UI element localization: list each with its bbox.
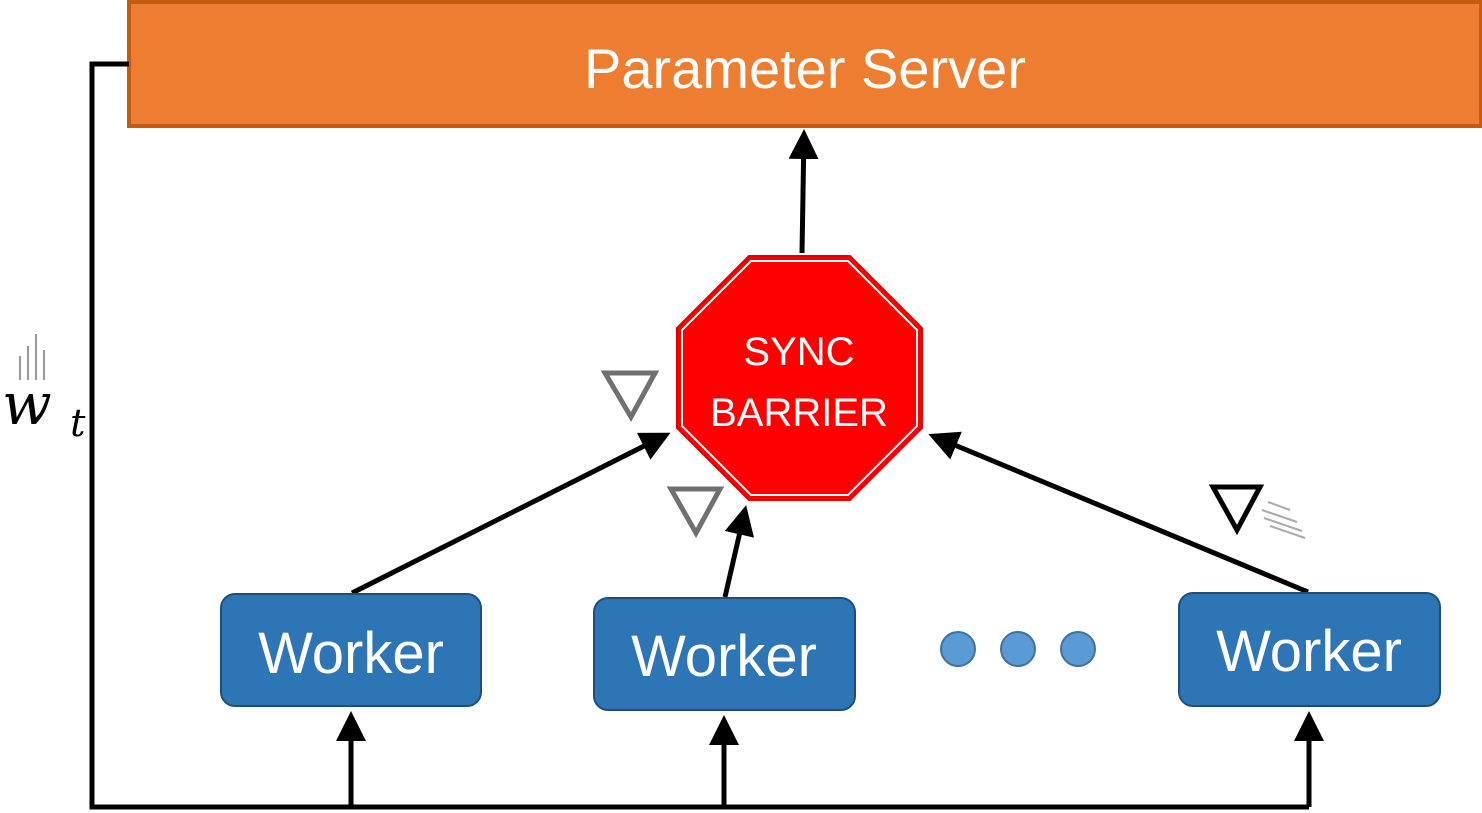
- broadcast-line: [89, 61, 1309, 810]
- worker-2: Worker: [593, 597, 856, 711]
- gradient-arrow-worker-2: [722, 505, 755, 598]
- svg-text:w t: w t: [2, 370, 86, 445]
- gradient-motion-lines: [1261, 501, 1306, 539]
- weight-label-base: w: [2, 370, 52, 438]
- worker-1: Worker: [220, 593, 482, 707]
- barrier-to-server-arrow: [788, 129, 819, 254]
- worker-1-label: Worker: [258, 621, 444, 686]
- ellipsis-dot: [940, 631, 976, 667]
- parameter-server-label: Parameter Server: [584, 37, 1026, 100]
- sync-barrier-inner-border: [681, 260, 918, 496]
- gradient-arrow-worker-3: [928, 431, 1309, 595]
- worker-2-label: Worker: [631, 624, 817, 689]
- gradient-arrow-worker-1: [350, 432, 671, 596]
- ellipsis-dot: [1000, 631, 1036, 667]
- worker-3: Worker: [1178, 592, 1441, 707]
- sync-barrier-line2: BARRIER: [710, 391, 888, 435]
- parameter-server: Parameter Server: [127, 0, 1482, 128]
- worker-3-label: Worker: [1216, 619, 1402, 684]
- ellipsis-dots: [940, 631, 1096, 667]
- sync-barrier-octagon: [676, 255, 923, 501]
- gradient-icon-3: [1208, 484, 1306, 539]
- gradient-icon-1: [600, 370, 660, 423]
- weight-label: w t: [2, 334, 86, 445]
- weight-broadcast-loop: [89, 61, 1324, 810]
- sync-barrier: SYNC BARRIER: [676, 255, 923, 501]
- gradient-icon-2: [666, 486, 725, 539]
- weight-label-accent: [19, 334, 45, 380]
- ellipsis-dot: [1060, 631, 1096, 667]
- sync-barrier-line1: SYNC: [743, 330, 854, 374]
- weight-label-subscript: t: [70, 401, 86, 445]
